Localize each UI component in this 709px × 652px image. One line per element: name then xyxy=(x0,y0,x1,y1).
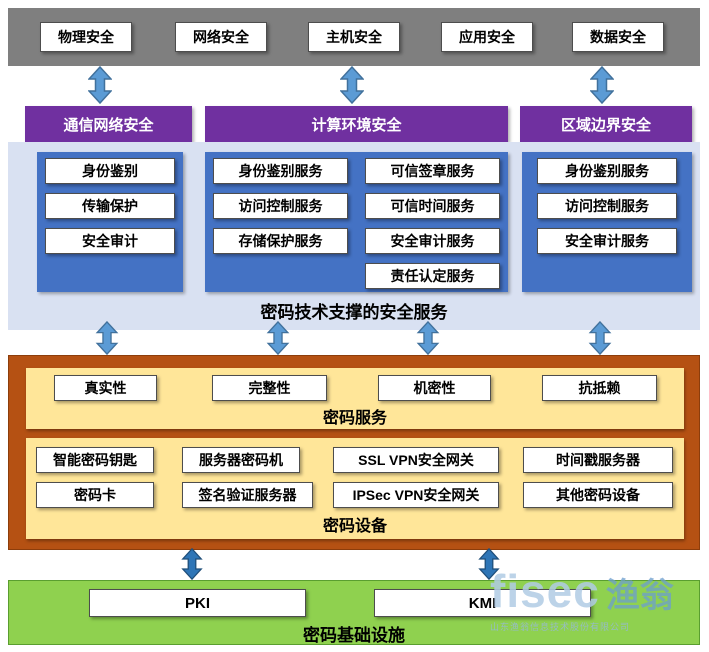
comm-network-services-group: 身份鉴别 传输保护 安全审计 xyxy=(37,152,183,292)
service-box: 身份鉴别服务 xyxy=(537,158,677,184)
double-arrow-icon xyxy=(416,320,440,356)
crypto-service-box: 真实性 xyxy=(54,375,157,401)
double-arrow-icon xyxy=(180,547,204,581)
service-box: 身份鉴别 xyxy=(45,158,175,184)
double-arrow-icon xyxy=(477,547,501,581)
service-box: 访问控制服务 xyxy=(213,193,348,219)
app-security-box: 应用安全 xyxy=(441,22,533,52)
comm-network-security-bar: 通信网络安全 xyxy=(25,106,192,142)
crypto-device-box: 签名验证服务器 xyxy=(182,482,313,508)
crypto-device-box: 密码卡 xyxy=(36,482,154,508)
service-box: 可信签章服务 xyxy=(365,158,500,184)
double-arrow-icon xyxy=(588,320,612,356)
crypto-service-box: 抗抵赖 xyxy=(542,375,657,401)
data-security-box: 数据安全 xyxy=(572,22,664,52)
double-arrow-icon xyxy=(95,320,119,356)
crypto-device-box: 服务器密码机 xyxy=(182,447,300,473)
kmi-box: KMI xyxy=(374,589,591,617)
crypto-layer-section: 真实性 完整性 机密性 抗抵赖 密码服务 智能密码钥匙 服务器密码机 SSL V… xyxy=(8,355,700,550)
infrastructure-section: PKI KMI 密码基础设施 xyxy=(8,580,700,645)
security-services-label: 密码技术支撑的安全服务 xyxy=(260,303,448,322)
host-security-box: 主机安全 xyxy=(308,22,400,52)
network-security-box: 网络安全 xyxy=(175,22,267,52)
service-box: 安全审计服务 xyxy=(537,228,677,254)
service-box: 责任认定服务 xyxy=(365,263,500,289)
crypto-device-box: 智能密码钥匙 xyxy=(36,447,154,473)
security-services-section: 身份鉴别 传输保护 安全审计 身份鉴别服务 访问控制服务 存储保护服务 可信签章… xyxy=(8,142,700,330)
service-box: 可信时间服务 xyxy=(365,193,500,219)
pki-box: PKI xyxy=(89,589,306,617)
crypto-devices-label: 密码设备 xyxy=(322,518,387,535)
double-arrow-icon xyxy=(266,320,290,356)
crypto-devices-group: 智能密码钥匙 服务器密码机 SSL VPN安全网关 时间戳服务器 密码卡 签名验… xyxy=(26,438,684,539)
service-box: 安全审计 xyxy=(45,228,175,254)
infrastructure-label: 密码基础设施 xyxy=(303,626,405,645)
service-box: 传输保护 xyxy=(45,193,175,219)
service-box: 安全审计服务 xyxy=(365,228,500,254)
area-boundary-security-bar: 区域边界安全 xyxy=(520,106,692,142)
crypto-device-box: IPSec VPN安全网关 xyxy=(333,482,499,508)
crypto-device-box: SSL VPN安全网关 xyxy=(333,447,499,473)
service-box: 身份鉴别服务 xyxy=(213,158,348,184)
computing-env-security-bar: 计算环境安全 xyxy=(205,106,508,142)
service-box: 存储保护服务 xyxy=(213,228,348,254)
crypto-service-box: 完整性 xyxy=(212,375,327,401)
area-boundary-services-group: 身份鉴别服务 访问控制服务 安全审计服务 xyxy=(522,152,692,292)
crypto-device-box: 其他密码设备 xyxy=(523,482,673,508)
double-arrow-icon xyxy=(339,65,365,105)
crypto-services-group: 真实性 完整性 机密性 抗抵赖 密码服务 xyxy=(26,368,684,429)
crypto-services-label: 密码服务 xyxy=(322,410,387,427)
service-box: 访问控制服务 xyxy=(537,193,677,219)
double-arrow-icon xyxy=(589,65,615,105)
double-arrow-icon xyxy=(87,65,113,105)
physical-layer-bar: 物理安全 网络安全 主机安全 应用安全 数据安全 xyxy=(8,8,700,66)
physical-security-box: 物理安全 xyxy=(40,22,132,52)
crypto-service-box: 机密性 xyxy=(378,375,491,401)
computing-env-services-group: 身份鉴别服务 访问控制服务 存储保护服务 可信签章服务 可信时间服务 安全审计服… xyxy=(205,152,508,292)
crypto-device-box: 时间戳服务器 xyxy=(523,447,673,473)
